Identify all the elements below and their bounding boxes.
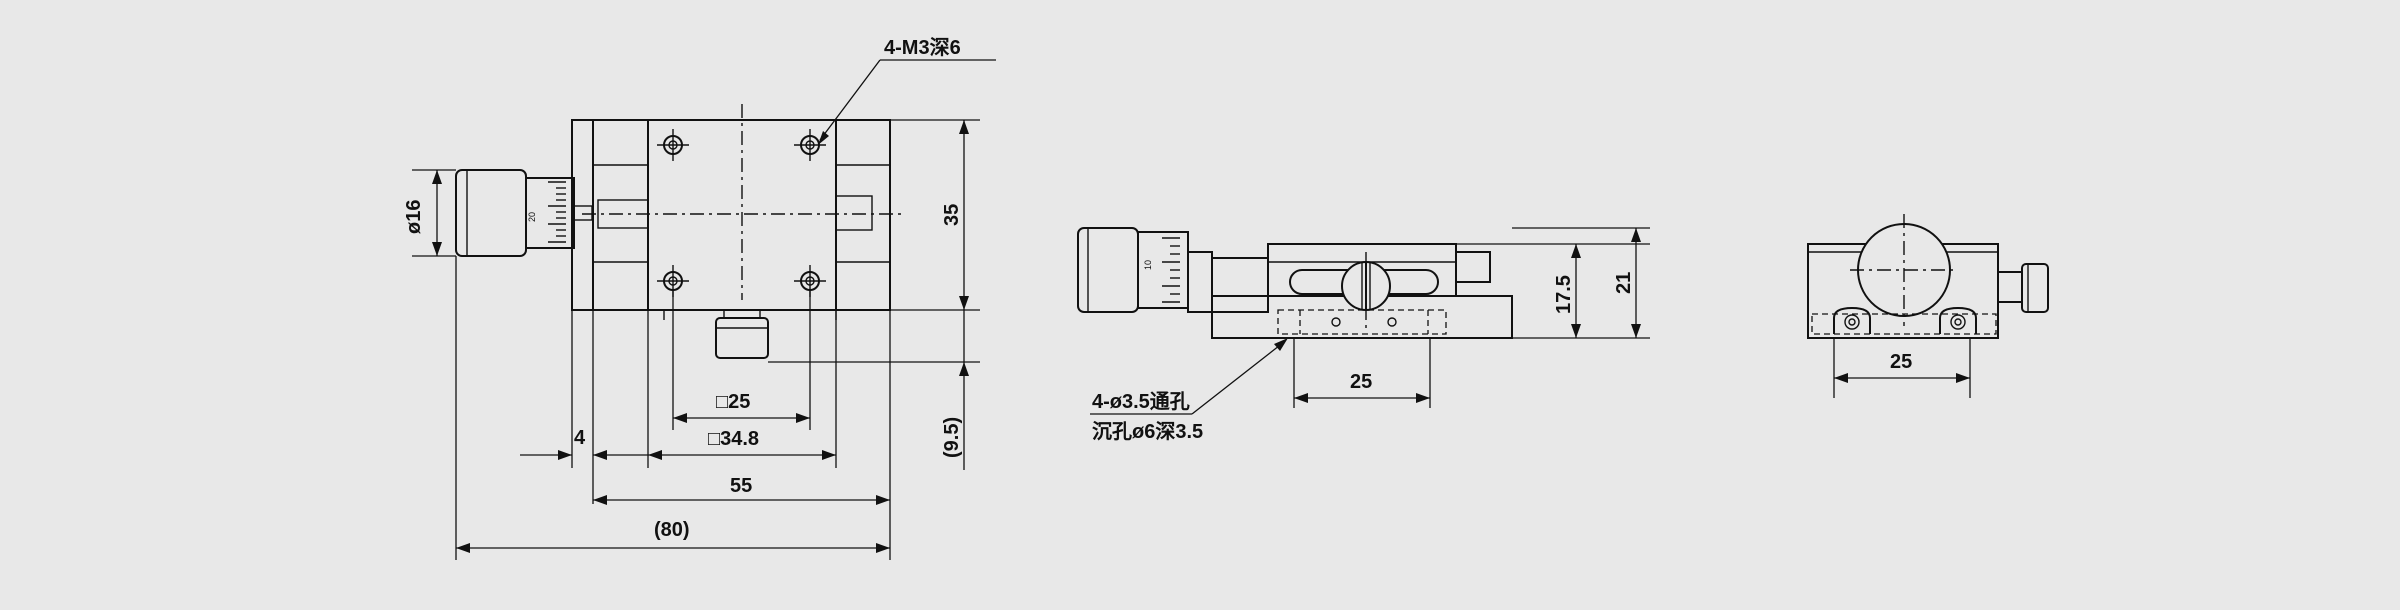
dim-hole-square: □25 [716,391,750,413]
front-view: 10 17.5 21 [1077,227,1650,443]
dim-height: 35 [941,204,963,226]
dim-micrometer-diameter: ø16 [403,200,425,234]
micrometer-scale-mark: 20 [527,212,537,222]
dim-front-hole-spacing: 25 [1350,371,1372,393]
mounting-holes [657,129,826,297]
front-micrometer-thimble [1077,227,1139,313]
front-micrometer-scale-mark: 10 [1143,260,1153,270]
dim-total-length: (80) [654,519,690,541]
dim-offset: 4 [574,427,586,449]
dim-base-length: 55 [730,475,752,497]
hole-callout-line2: 沉孔ø6深3.5 [1092,420,1203,443]
side-view: 25 [1807,214,2049,398]
side-lock-knob [2021,263,2049,313]
thread-callout: 4-M3深6 [884,36,961,59]
dim-body-square: □34.8 [708,428,759,450]
front-micrometer-graduations [1162,237,1180,303]
top-view: 20 [403,36,996,560]
micrometer-graduations [548,181,566,243]
dim-total-height: 21 [1613,272,1635,294]
hole-callout-line1: 4-ø3.5通孔 [1092,390,1190,413]
dim-side-hole-spacing: 25 [1890,351,1912,373]
dim-stage-height: 17.5 [1553,275,1575,314]
base-plate [571,119,891,311]
lock-knob [715,317,769,359]
dim-knob-offset: (9.5) [941,417,963,458]
